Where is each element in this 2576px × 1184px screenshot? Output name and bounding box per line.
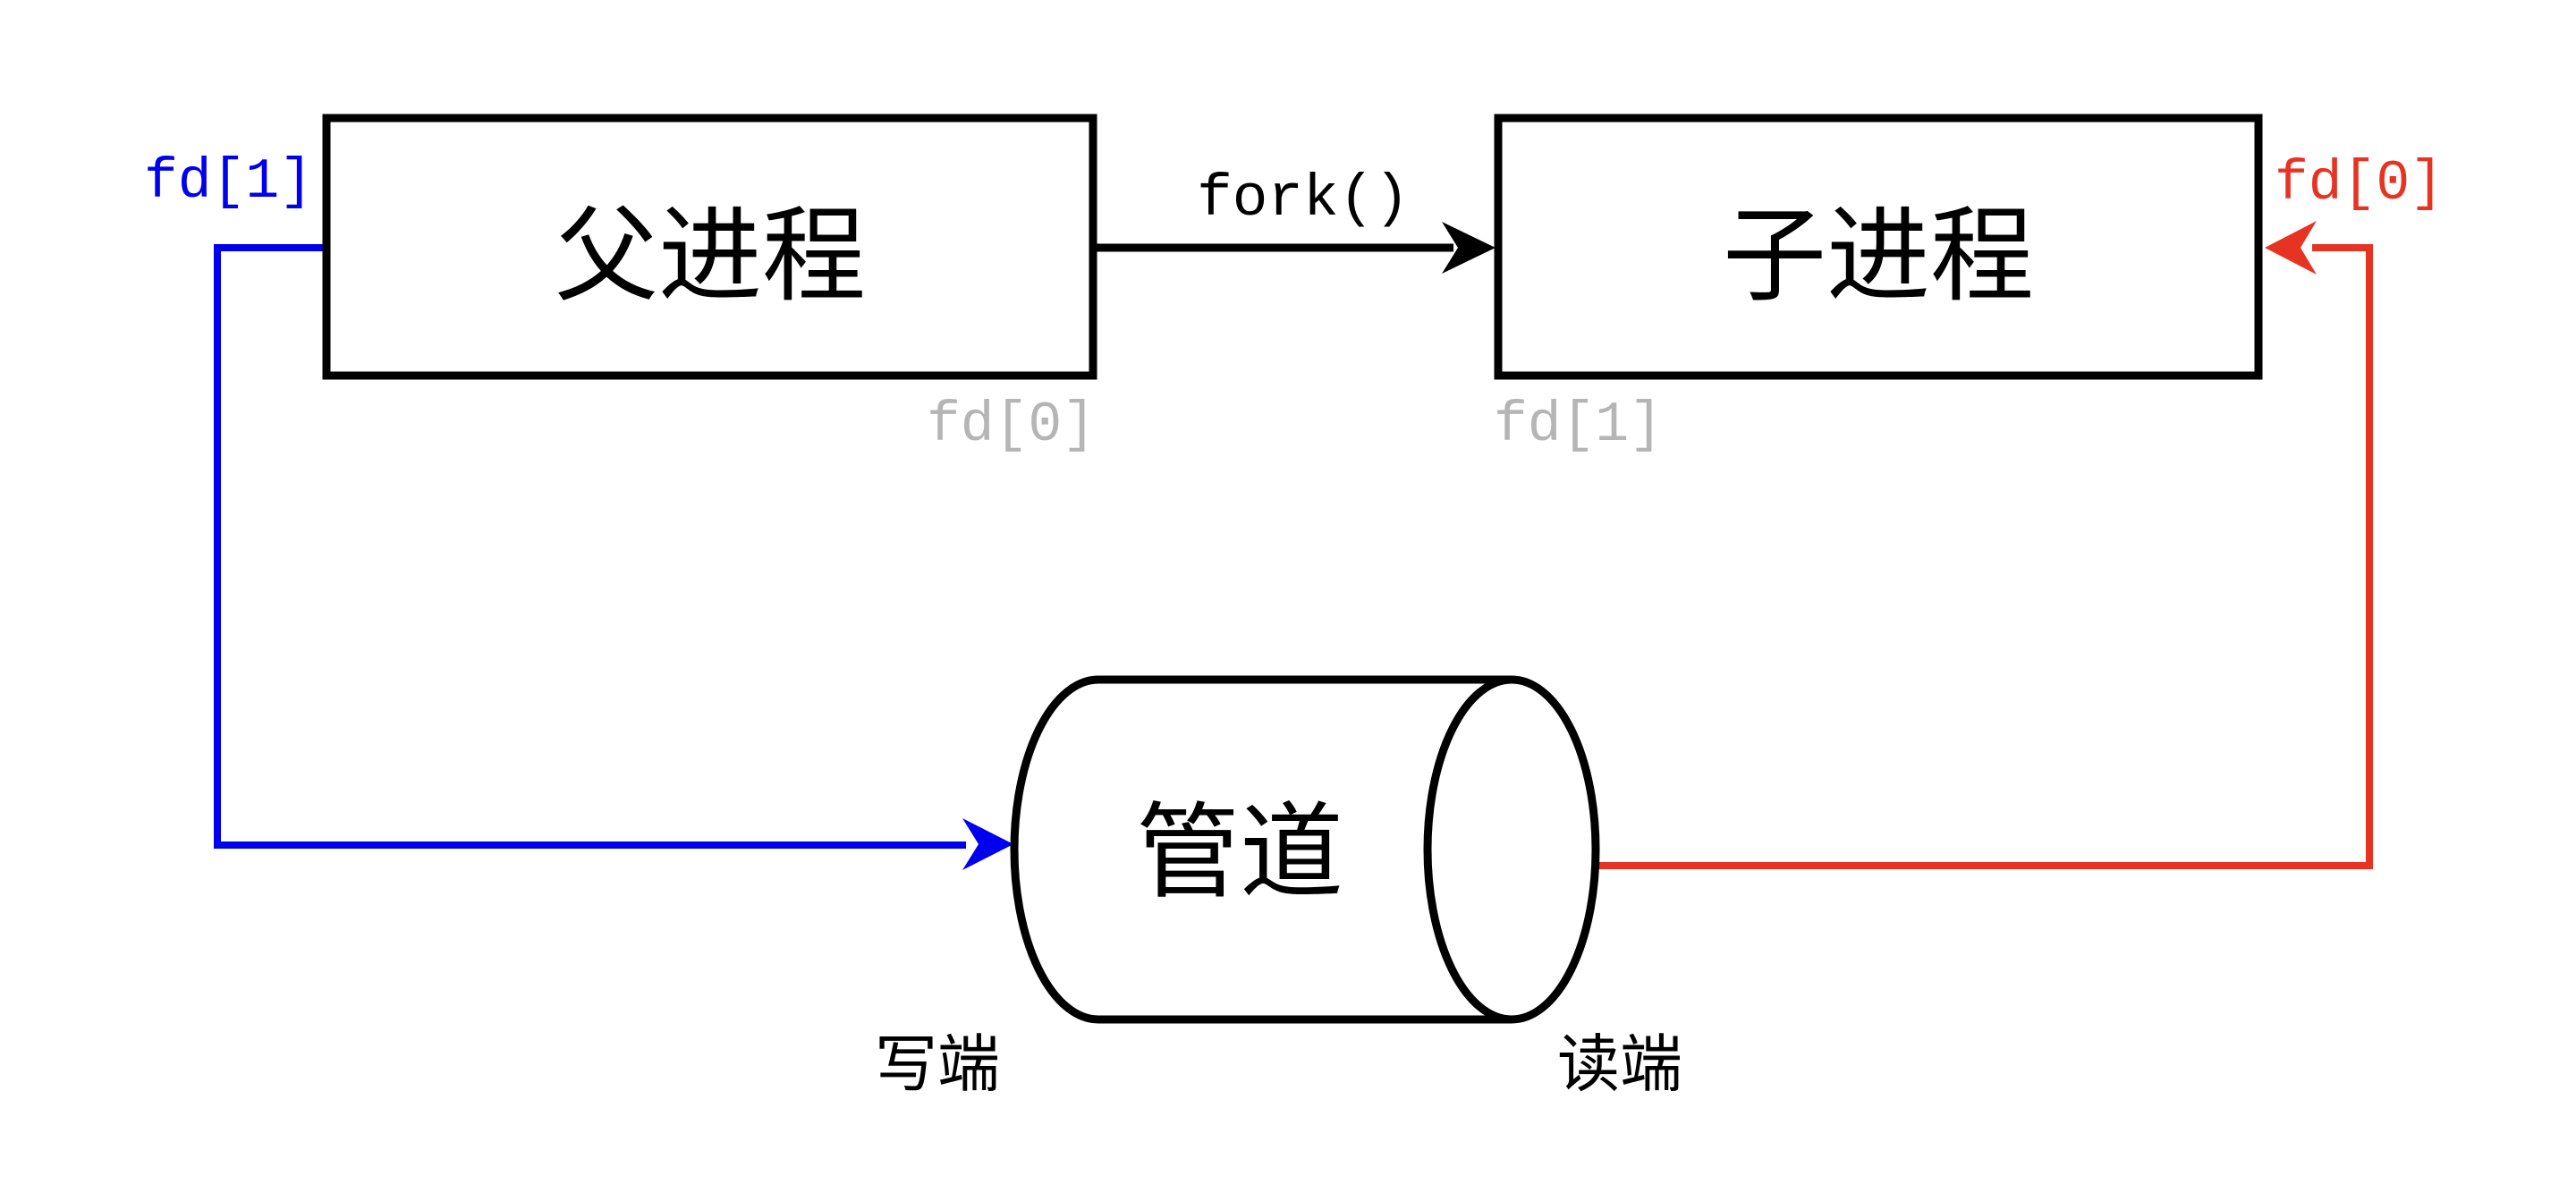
- parent-process-label: 父进程: [555, 196, 866, 317]
- pipe-cylinder: [1010, 675, 1600, 1024]
- child-process-box: [1494, 114, 2263, 380]
- read-flow-line: [1596, 244, 2373, 869]
- pipe-right-cap: [1423, 675, 1600, 1024]
- child-process-label: 子进程: [1723, 196, 2034, 317]
- pipe-label: 管道: [1136, 792, 1343, 913]
- child-read-fd-label: fd[0]: [2275, 152, 2444, 216]
- pipe-read-end-label: 读端: [1557, 1028, 1682, 1101]
- parent-unused-fd-label: fd[0]: [927, 393, 1096, 457]
- fork-label: fork(): [1197, 165, 1410, 233]
- parent-write-fd-label: fd[1]: [144, 150, 313, 214]
- write-flow-line: [214, 244, 966, 849]
- write-flow-arrowhead-icon: [962, 818, 1013, 870]
- parent-process-box: [322, 114, 1097, 380]
- child-unused-fd-label: fd[1]: [1494, 393, 1663, 457]
- read-flow-arrowhead-icon: [2265, 221, 2317, 275]
- pipe-body: [1010, 675, 1512, 1024]
- pipe-write-end-label: 写端: [875, 1028, 1000, 1101]
- fork-arrowhead-icon: [1442, 222, 1496, 274]
